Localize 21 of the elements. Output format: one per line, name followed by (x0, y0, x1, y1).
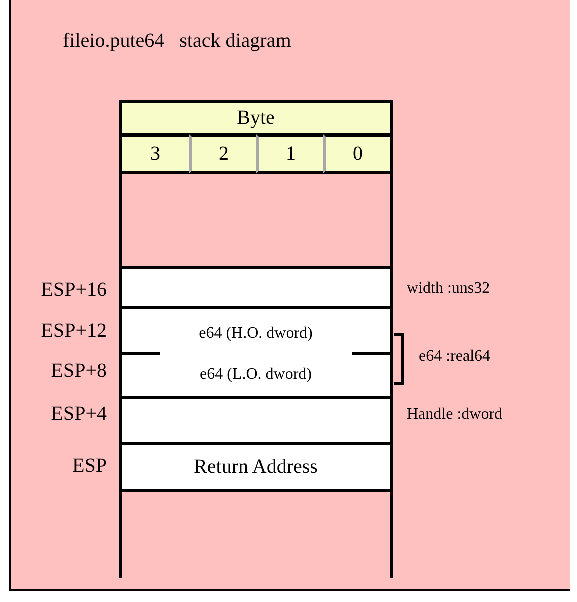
offset-label: ESP+16 (41, 279, 107, 302)
slot-text: e64 (H.O. dword) (199, 324, 313, 342)
offset-label: ESP (72, 455, 107, 478)
byte-index-cell: 3 (122, 134, 189, 174)
stack-slot (122, 442, 390, 492)
offset-label: ESP+4 (51, 403, 107, 426)
slot-text: e64 (L.O. dword) (200, 366, 312, 384)
empty-stack-slot (122, 266, 390, 309)
diagram-title: fileio.pute64 stack diagram (63, 30, 292, 53)
byte-index-cell: 1 (256, 134, 323, 174)
offset-label: ESP+8 (51, 360, 107, 383)
offset-label: ESP+12 (41, 320, 107, 343)
byte-index-cell: 0 (323, 134, 390, 174)
byte-index-cell: 2 (189, 134, 256, 174)
header-cell: Byte (122, 100, 390, 136)
slot-text: Return Address (194, 456, 318, 478)
parameter-label: width :uns32 (407, 280, 490, 298)
empty-stack-slot (122, 396, 390, 445)
parameter-label: e64 :real64 (419, 348, 491, 366)
stack-slot (122, 306, 390, 399)
parameter-label: Handle :dword (407, 406, 503, 424)
